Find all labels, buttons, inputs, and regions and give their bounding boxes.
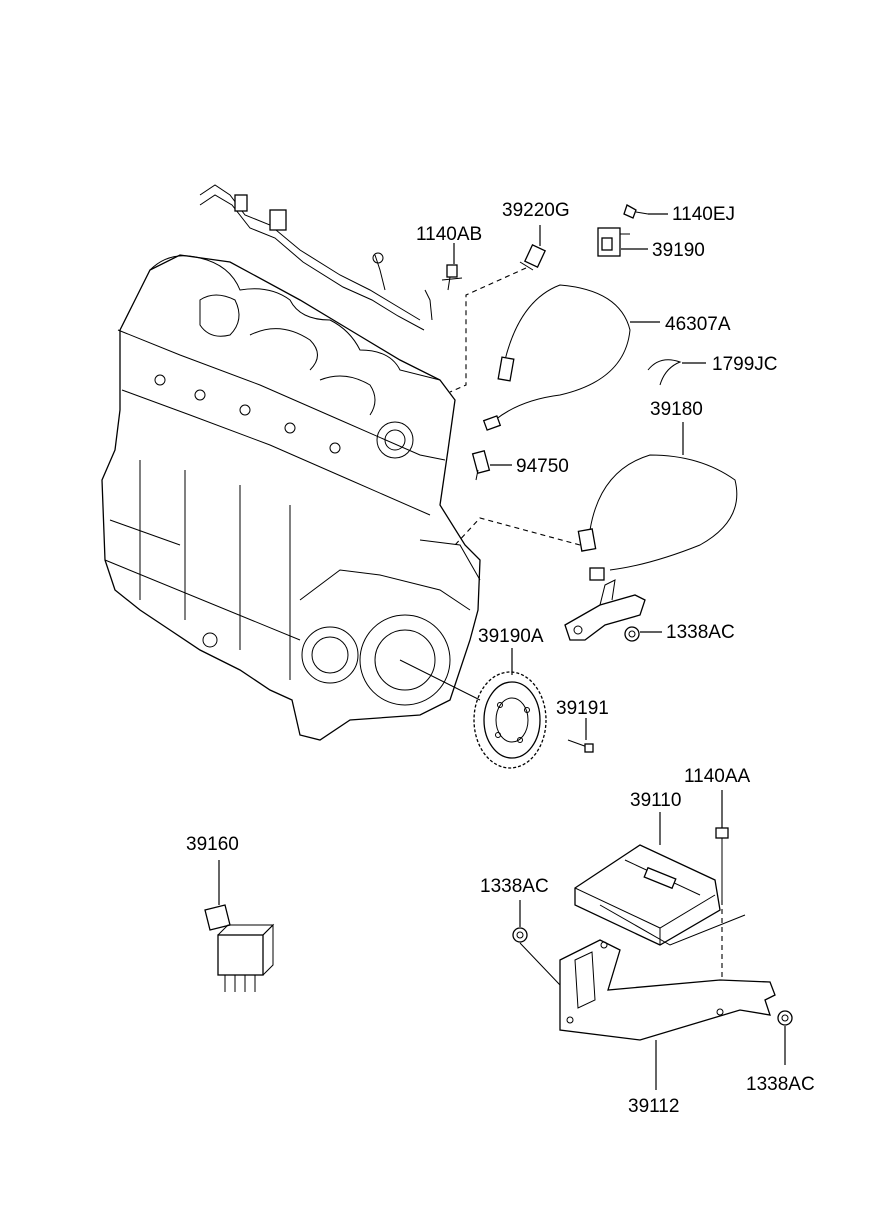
sensor-cable-39180 xyxy=(454,422,738,581)
sensor-39220G xyxy=(449,225,547,393)
label-1140EJ: 1140EJ xyxy=(672,204,735,225)
label-1799JC: 1799JC xyxy=(712,354,778,375)
label-39112: 39112 xyxy=(628,1096,679,1117)
label-1140AA: 1140AA xyxy=(684,766,751,787)
label-39191: 39191 xyxy=(556,698,609,719)
label-39110: 39110 xyxy=(630,790,681,811)
label-39180: 39180 xyxy=(650,399,703,420)
label-39220G: 39220G xyxy=(502,200,570,221)
label-1338AC-bracket: 1338AC xyxy=(666,622,735,643)
label-1338AC-left: 1338AC xyxy=(480,876,549,897)
nut-1338AC-left xyxy=(512,900,561,986)
nut-1338AC-bracket xyxy=(624,626,662,642)
label-94750: 94750 xyxy=(516,456,569,477)
sensor-94750 xyxy=(471,449,512,481)
label-39190: 39190 xyxy=(652,240,705,261)
bolt-39191 xyxy=(567,718,594,753)
clip-1799JC xyxy=(647,359,706,386)
fuel-rail-harness xyxy=(199,184,433,331)
bracket-39112 xyxy=(559,939,776,1090)
tone-wheel-39190A xyxy=(399,648,547,769)
label-39160: 39160 xyxy=(186,834,239,855)
engine-block xyxy=(101,254,481,741)
sensor-cable-46307A xyxy=(482,284,660,431)
sensor-39190 xyxy=(597,227,648,257)
relay-39160 xyxy=(204,860,275,992)
nut-1338AC-right xyxy=(777,1010,793,1065)
ecu-39110 xyxy=(574,812,746,946)
label-1140AB: 1140AB xyxy=(416,224,482,245)
bracket-39190A xyxy=(564,579,646,641)
bolt-1140EJ xyxy=(623,204,668,219)
label-1338AC-right: 1338AC xyxy=(746,1074,815,1095)
bolt-1140AB xyxy=(441,243,463,291)
label-39190A: 39190A xyxy=(478,626,544,647)
label-46307A: 46307A xyxy=(665,314,731,335)
